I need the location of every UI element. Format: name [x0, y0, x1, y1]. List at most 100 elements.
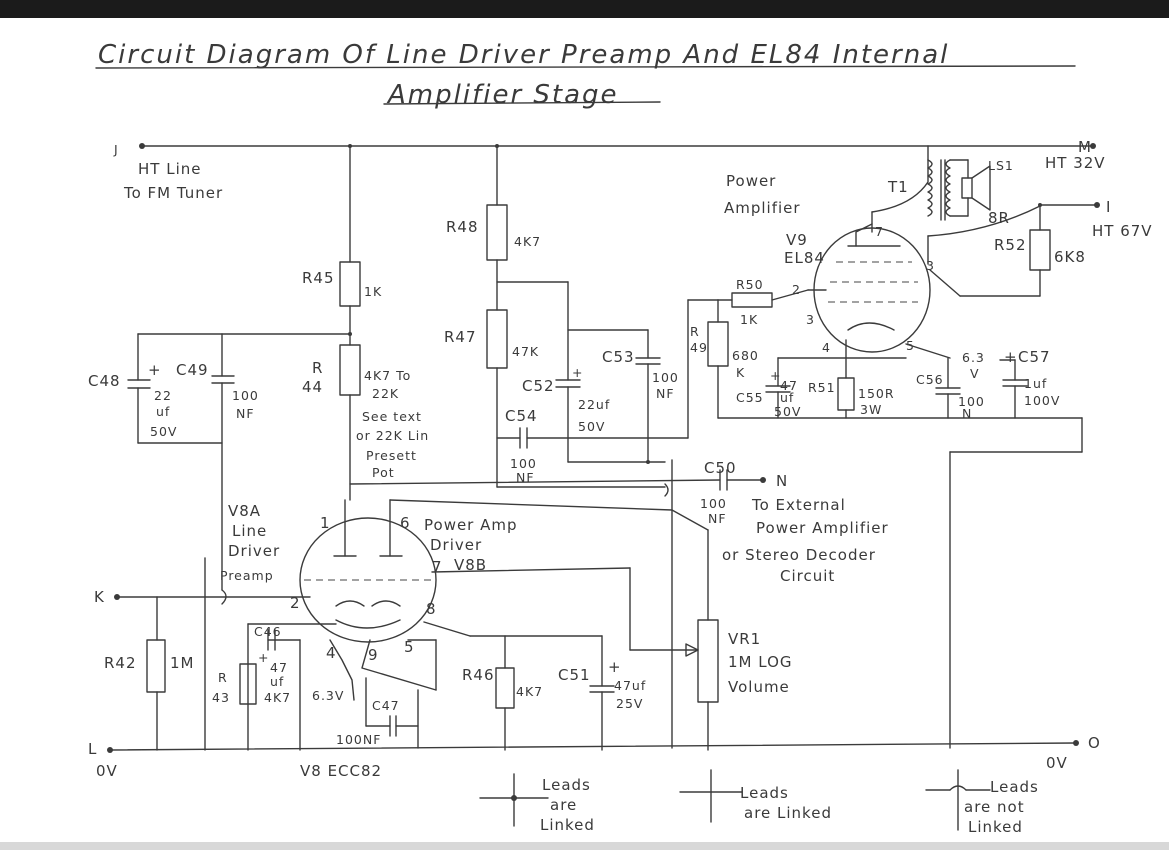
- resistor-r47: [486, 281, 666, 488]
- v8-pin-7: 7: [432, 558, 443, 576]
- c51-v2: 25V: [616, 696, 643, 711]
- r44-note2: or 22K Lin: [356, 428, 429, 443]
- c52-v2: 50V: [578, 419, 605, 434]
- c57-v1: 1uf: [1024, 376, 1047, 391]
- v8b-desc2: Driver: [430, 536, 482, 554]
- v9-type: EL84: [784, 249, 825, 267]
- heater-v8: 6.3V: [312, 688, 344, 703]
- c50-v1: 100: [700, 496, 727, 511]
- r49-ref1: R: [690, 324, 700, 339]
- r43-ref2: 43: [212, 690, 230, 705]
- legend-3-line3: Linked: [968, 818, 1023, 836]
- r44-ref2: 44: [302, 378, 323, 396]
- r46-ref: R46: [462, 666, 495, 684]
- legend-3-line2: are not: [964, 798, 1025, 816]
- c49-ref: C49: [176, 361, 209, 379]
- heater-v9-unit: V: [970, 366, 980, 381]
- resistor-r52: [929, 203, 1051, 297]
- r44-note4: Pot: [372, 465, 395, 480]
- c56-v2: N: [962, 406, 972, 421]
- r44-note1: See text: [362, 409, 422, 424]
- r42-value: 1M: [170, 654, 195, 672]
- c51-v1: 47uf: [614, 678, 646, 693]
- input-network: [114, 594, 311, 751]
- v8-pin-4: 4: [326, 644, 337, 662]
- zero-volt-rail: [107, 740, 1079, 753]
- resistor-r45: [339, 261, 361, 346]
- c46-v1: 47: [270, 660, 288, 675]
- terminal-i: I: [1106, 198, 1111, 216]
- c46-plus: +: [258, 650, 269, 665]
- c46-ref: C46: [254, 624, 282, 639]
- ls1-ref: LS1: [988, 158, 1014, 173]
- c48-v3: 50V: [150, 424, 177, 439]
- decoupling-network: [127, 332, 352, 751]
- v8-pin-5: 5: [404, 638, 415, 656]
- v9-pin-3b: 3: [806, 312, 815, 327]
- r44-ref1: R: [312, 359, 323, 377]
- cathode-network-v8b: [423, 621, 615, 751]
- terminal-j: J: [113, 142, 119, 157]
- legend-1-line3: Linked: [540, 816, 595, 834]
- c48-ref: C48: [88, 372, 121, 390]
- c49-v2: NF: [236, 406, 255, 421]
- r48-value: 4K7: [514, 234, 541, 249]
- v8-pin-6: 6: [400, 514, 411, 532]
- c46-v2: uf: [270, 674, 284, 689]
- v9-desc2: Amplifier: [724, 199, 801, 217]
- capacitor-c53: [635, 329, 661, 464]
- c55-plus: +: [770, 368, 781, 383]
- capacitor-c54: [496, 299, 719, 449]
- c50-v2: NF: [708, 511, 727, 526]
- vr1-ref: VR1: [728, 630, 761, 648]
- legend-2-line1: Leads: [740, 784, 789, 802]
- v9-ref: V9: [786, 231, 808, 249]
- v8b-desc1: Power Amp: [424, 516, 518, 534]
- c56-ref: C56: [916, 372, 944, 387]
- c47-value: 100NF: [336, 732, 381, 747]
- scan-edge-bottom: [0, 842, 1169, 850]
- terminal-n: N: [776, 472, 788, 490]
- v8-ref: V8 ECC82: [300, 762, 382, 780]
- terminal-l: L: [88, 740, 97, 758]
- r47-ref: R47: [444, 328, 477, 346]
- legend-1-line1: Leads: [542, 776, 591, 794]
- r47-value: 47K: [512, 344, 539, 359]
- legend-3-line1: Leads: [990, 778, 1039, 796]
- c53-v1: 100: [652, 370, 679, 385]
- vr1-desc: Volume: [728, 678, 790, 696]
- title-line2: Amplifier Stage: [386, 80, 619, 110]
- legend-2-line2: are Linked: [744, 804, 832, 822]
- c52-v1: 22uf: [578, 397, 610, 412]
- v9-pin-3a: 3: [926, 258, 935, 273]
- c55-ref: C55: [736, 390, 764, 405]
- r49-value1: 680: [732, 348, 759, 363]
- c53-ref: C53: [602, 348, 635, 366]
- v9-desc1: Power: [726, 172, 776, 190]
- c54-ref: C54: [505, 407, 538, 425]
- vr1-value: 1M LOG: [728, 653, 793, 671]
- ht-rail: [139, 143, 1100, 263]
- c51-ref: C51: [558, 666, 591, 684]
- r46-value: 4K7: [516, 684, 543, 699]
- c56-v1: 100: [958, 394, 985, 409]
- r43-value: 4K7: [264, 690, 291, 705]
- c52-plus: +: [572, 365, 583, 380]
- r50-ref: R50: [736, 277, 764, 292]
- legend-linked-cross: [679, 769, 743, 823]
- cathode-network-v9: [765, 339, 1083, 749]
- v8b-desc3: V8B: [454, 556, 487, 574]
- terminal-j-desc1: HT Line: [138, 160, 201, 178]
- v8-pin-9: 9: [368, 646, 379, 664]
- c57-plus: +: [1004, 348, 1018, 366]
- terminal-m: M: [1078, 138, 1092, 156]
- title-line1: Circuit Diagram Of Line Driver Preamp An…: [98, 40, 949, 70]
- c52-ref: C52: [522, 377, 555, 395]
- terminal-m-desc: HT 32V: [1045, 154, 1106, 172]
- r48-ref: R48: [446, 218, 479, 236]
- resistor-r44: [339, 344, 361, 501]
- heater-v9-v: 6.3: [962, 350, 985, 365]
- c51-plus: +: [608, 658, 622, 676]
- valve-v8-ecc82: [299, 499, 699, 651]
